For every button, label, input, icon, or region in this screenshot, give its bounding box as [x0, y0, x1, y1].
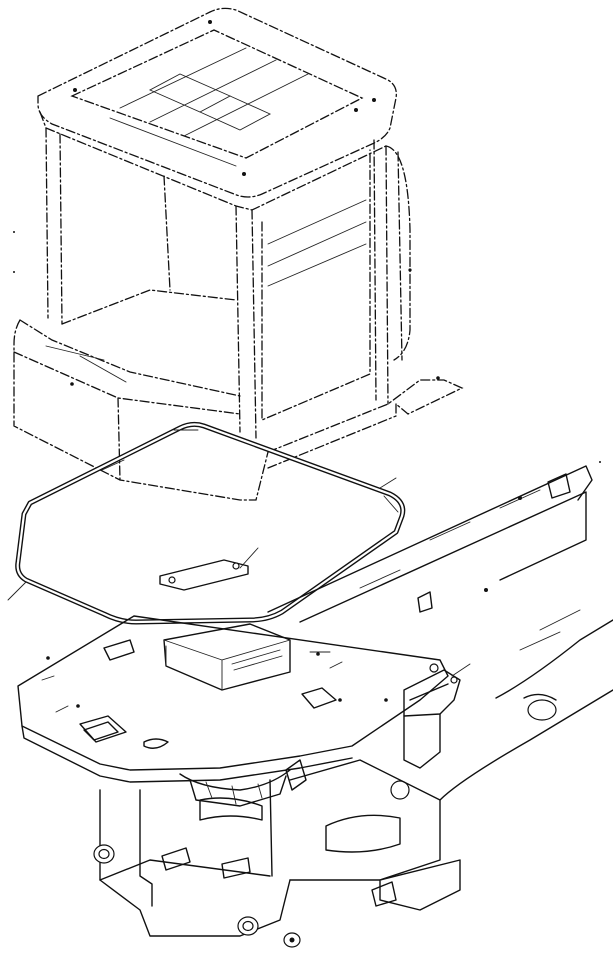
leader-lines — [7, 477, 471, 677]
leader-line-floor — [7, 581, 27, 601]
cab-phantom-outline — [13, 7, 464, 501]
cover-plate — [159, 559, 249, 591]
main-frame — [93, 465, 613, 948]
cab-floor-gasket — [15, 421, 406, 625]
leader-line-cover-plate — [239, 547, 259, 569]
leader-line-mount — [451, 663, 471, 677]
leader-line-gasket — [379, 477, 397, 489]
mount-bracket — [390, 663, 461, 800]
floor-frame — [17, 615, 449, 783]
